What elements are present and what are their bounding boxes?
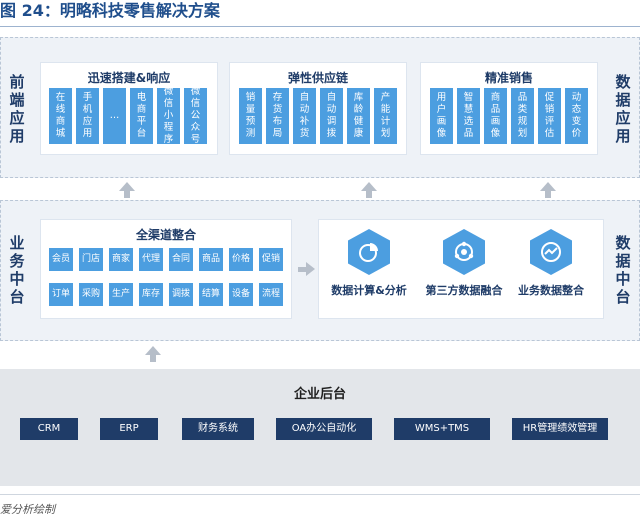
- front-item: 库龄健康: [347, 88, 370, 144]
- front-item: 智慧选品: [457, 88, 480, 144]
- front-item: 销量预测: [239, 88, 262, 144]
- channel-item: 商家: [109, 248, 133, 271]
- system-finance: 财务系统: [182, 418, 254, 440]
- front-item: 微信公众号: [184, 86, 207, 145]
- channel-item: 合同: [169, 248, 193, 271]
- channel-item: 设备: [229, 283, 253, 306]
- channel-item: 订单: [49, 283, 73, 306]
- channel-item: 门店: [79, 248, 103, 271]
- title-divider: [0, 26, 640, 27]
- front-item: 存货布局: [266, 88, 289, 144]
- front-item: 促销评估: [538, 88, 561, 144]
- system-hr: HR管理绩效管理: [512, 418, 608, 440]
- system-crm: CRM: [20, 418, 78, 440]
- front-item: 商品画像: [484, 88, 507, 144]
- front-item: 自动调拨: [320, 88, 343, 144]
- channel-item: 采购: [79, 283, 103, 306]
- system-oa: OA办公自动化: [276, 418, 372, 440]
- front-item: 动态变价: [565, 88, 588, 144]
- front-app-label: 前端应用: [9, 73, 25, 145]
- channel-item: 商品: [199, 248, 223, 271]
- source-divider: [0, 494, 640, 495]
- front-item: …: [103, 88, 126, 144]
- channel-item: 代理: [139, 248, 163, 271]
- data-platform-label: 数据中台: [615, 234, 631, 306]
- data-item-label: 业务数据整合: [518, 284, 584, 297]
- channel-item: 促销: [259, 248, 283, 271]
- data-item-label: 数据计算&分析: [331, 284, 407, 297]
- backend-title: 企业后台: [293, 387, 346, 402]
- channel-item: 流程: [259, 283, 283, 306]
- front-item: 微信小程序: [157, 86, 180, 145]
- card-title: 全渠道整合: [135, 228, 196, 242]
- card-title: 迅速搭建&响应: [87, 71, 171, 85]
- omnichannel-card: 全渠道整合: [40, 219, 292, 319]
- business-platform-label: 业务中台: [9, 234, 25, 306]
- front-item: 电商平台: [130, 88, 153, 144]
- front-item: 品类规划: [511, 88, 534, 144]
- card-title: 弹性供应链: [287, 71, 348, 85]
- front-item: 手机应用: [76, 88, 99, 144]
- figure-title: 图 24：明略科技零售解决方案: [0, 1, 220, 20]
- system-erp: ERP: [100, 418, 158, 440]
- channel-item: 库存: [139, 283, 163, 306]
- system-wms-tms: WMS+TMS: [394, 418, 490, 440]
- channel-item: 调拨: [169, 283, 193, 306]
- front-item: 产能计划: [374, 88, 397, 144]
- front-item: 用户画像: [430, 88, 453, 144]
- data-item-label: 第三方数据融合: [425, 284, 503, 297]
- channel-item: 生产: [109, 283, 133, 306]
- source-note: 爱分析绘制: [0, 503, 55, 516]
- front-item: 在线商城: [49, 88, 72, 144]
- channel-item: 价格: [229, 248, 253, 271]
- card-title: 精准销售: [484, 71, 533, 85]
- data-app-label: 数据应用: [615, 73, 631, 145]
- front-item: 自动补货: [293, 88, 316, 144]
- channel-item: 结算: [199, 283, 223, 306]
- channel-item: 会员: [49, 248, 73, 271]
